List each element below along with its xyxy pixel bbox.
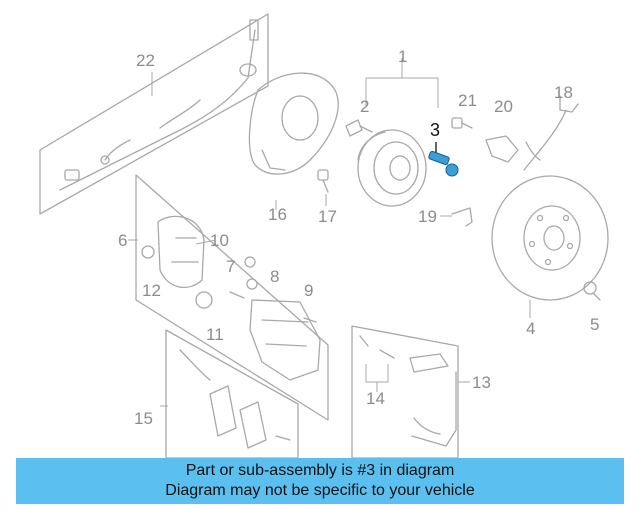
callout-4[interactable]: 4	[526, 319, 535, 338]
wheel-bolt-3	[428, 142, 459, 177]
sensor-panel-22	[39, 13, 269, 215]
callout-19[interactable]: 19	[418, 207, 437, 226]
callout-14[interactable]: 14	[366, 389, 385, 408]
callout-18[interactable]: 18	[554, 83, 573, 102]
callout-22[interactable]: 22	[136, 51, 155, 70]
callout-2[interactable]: 2	[360, 97, 369, 116]
callout-9[interactable]: 9	[304, 281, 313, 300]
clip-19	[451, 207, 473, 227]
bolt-21	[451, 117, 473, 129]
bolt-2	[345, 119, 373, 137]
sensor-18	[523, 95, 579, 171]
brake-disc-4	[491, 175, 609, 301]
bracket-20	[485, 135, 519, 163]
callout-16[interactable]: 16	[268, 205, 287, 224]
callout-8[interactable]: 8	[270, 267, 279, 286]
callout-1[interactable]: 1	[398, 47, 407, 66]
pad-panel-15	[165, 329, 299, 459]
callout-7[interactable]: 7	[226, 257, 235, 276]
info-banner: Part or sub-assembly is #3 in diagram Di…	[16, 458, 624, 504]
caliper-panel-6	[135, 174, 329, 421]
banner-line-1: Part or sub-assembly is #3 in diagram	[185, 462, 455, 479]
callout-10[interactable]: 10	[210, 231, 229, 250]
banner-line-2: Diagram may not be specific to your vehi…	[165, 482, 475, 499]
callout-11[interactable]: 11	[206, 325, 224, 344]
screw-5	[583, 281, 601, 301]
callout-17[interactable]: 17	[318, 207, 337, 226]
callout-20[interactable]: 20	[494, 97, 513, 116]
dust-shield-16	[248, 72, 339, 175]
hub-bearing-1	[357, 129, 427, 207]
callout-15[interactable]: 15	[134, 409, 153, 428]
callout-5[interactable]: 5	[590, 315, 599, 334]
callout-6[interactable]: 6	[118, 231, 127, 250]
callout-3[interactable]: 3	[430, 120, 440, 140]
callout-12[interactable]: 12	[142, 281, 161, 300]
bolt-17	[317, 169, 329, 193]
callout-21[interactable]: 21	[458, 91, 477, 110]
callout-13[interactable]: 13	[472, 373, 491, 392]
